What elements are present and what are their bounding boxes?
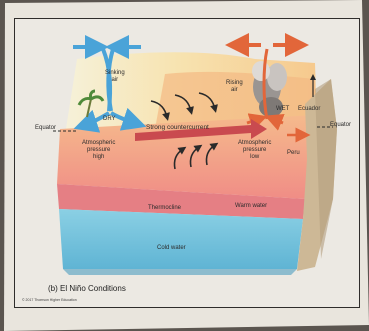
wet-label: WET xyxy=(276,106,289,113)
rising-air-label: Rising air xyxy=(226,80,243,94)
el-nino-diagram xyxy=(15,19,357,305)
equator-label-right: Equator xyxy=(330,122,351,129)
low-pressure-label: Atmospheric pressure low xyxy=(238,140,271,161)
warm-water-label: Warm water xyxy=(235,203,267,210)
copyright-credit: © 2017 Thomson Higher Education xyxy=(22,298,77,302)
dry-label: DRY xyxy=(103,116,116,123)
high-pressure-label: Atmospheric pressure high xyxy=(82,140,115,161)
sinking-air-label: Sinking air xyxy=(105,70,125,84)
peru-label: Peru xyxy=(287,150,300,157)
ecuador-label: Ecuador xyxy=(298,106,320,113)
figure-caption: (b) El Niño Conditions xyxy=(48,284,126,293)
cold-water-label: Cold water xyxy=(157,245,186,252)
thermocline-label: Thermocline xyxy=(148,205,181,212)
strong-countercurrent-label: Strong countercurrent xyxy=(146,124,209,131)
cold-water-layer xyxy=(59,209,303,269)
ocean-front-face xyxy=(63,269,297,275)
equator-label-left: Equator xyxy=(35,125,56,132)
